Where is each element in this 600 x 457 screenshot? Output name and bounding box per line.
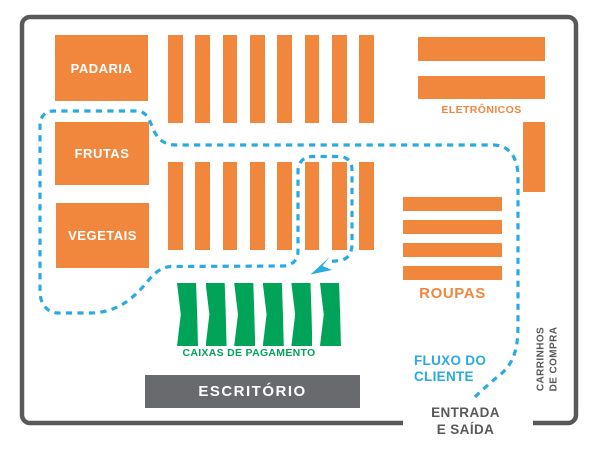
- roupas-shelves: [403, 197, 502, 280]
- shelf-bar: [277, 162, 292, 250]
- shelf-bar: [195, 162, 210, 250]
- aisle-shelves-middle-row: [168, 162, 374, 250]
- shelf-bar: [403, 197, 502, 211]
- eletronicos-side-shelf: [523, 122, 545, 192]
- shelf-bar: [403, 220, 502, 234]
- shelf-bar: [195, 35, 210, 123]
- checkout-lane-bar: [205, 283, 227, 346]
- shelf-bar: [418, 75, 545, 99]
- shelf-bar: [222, 162, 238, 250]
- store-wall-border: [19, 14, 579, 426]
- shopping-carts-label-line1: CARRINHOS: [535, 326, 547, 392]
- area-padaria: PADARIA: [55, 35, 148, 101]
- area-vegetais: VEGETAIS: [56, 203, 149, 268]
- shelf-bar: [304, 162, 320, 250]
- shelf-bar: [403, 266, 502, 280]
- entrance-exit-label-line2: E SAÍDA: [436, 421, 495, 437]
- customer-flow-label-line2: CLIENTE: [414, 369, 474, 385]
- shelf-bar: [277, 35, 292, 123]
- area-roupas-label: ROUPAS: [419, 285, 486, 302]
- checkout-lane-bar: [177, 283, 198, 346]
- area-caixas-label: CAIXAS DE PAGAMENTO: [182, 347, 316, 359]
- shelf-bar: [359, 162, 374, 250]
- customer-flow-label-line1: FLUXO DO: [414, 353, 487, 368]
- checkout-lane-bar: [319, 283, 341, 346]
- shelf-bar: [403, 243, 502, 257]
- shelf-bar: [168, 162, 183, 250]
- shelf-bar: [304, 35, 320, 123]
- shelf-bar: [168, 35, 183, 123]
- flow-arrow-icon: [310, 257, 332, 275]
- area-frutas: FRUTAS: [55, 122, 149, 185]
- shelf-bar: [418, 37, 545, 61]
- entrance-exit-label: ENTRADA E SAÍDA: [415, 405, 516, 439]
- area-escritorio-label: ESCRITÓRIO: [198, 383, 307, 400]
- checkout-lane-bar: [262, 283, 284, 346]
- area-frutas-label: FRUTAS: [74, 146, 130, 161]
- shelf-bar: [332, 162, 347, 250]
- customer-flow-label: FLUXO DO CLIENTE: [414, 353, 486, 385]
- eletronicos-shelves: [418, 37, 545, 99]
- area-vegetais-label: VEGETAIS: [68, 228, 137, 243]
- checkout-lane-bar: [234, 283, 256, 346]
- shelf-bar: [359, 35, 374, 123]
- area-escritorio: ESCRITÓRIO: [145, 375, 360, 408]
- checkout-lanes: [177, 283, 341, 346]
- shopping-carts-label: CARRINHOS DE COMPRA: [535, 314, 563, 405]
- shelf-bar: [250, 35, 265, 123]
- checkout-lane-bar: [291, 283, 313, 346]
- aisle-shelves-top-row: [168, 35, 374, 123]
- shelf-bar: [332, 35, 347, 123]
- entrance-exit-label-line1: ENTRADA: [431, 405, 500, 420]
- area-eletronicos-label: ELETRÔNICOS: [441, 104, 522, 116]
- shopping-carts-label-line2: DE COMPRA: [548, 326, 560, 392]
- area-padaria-label: PADARIA: [70, 60, 133, 76]
- entrance-gap: [403, 413, 533, 431]
- shelf-bar: [250, 162, 265, 250]
- shelf-bar: [222, 35, 238, 123]
